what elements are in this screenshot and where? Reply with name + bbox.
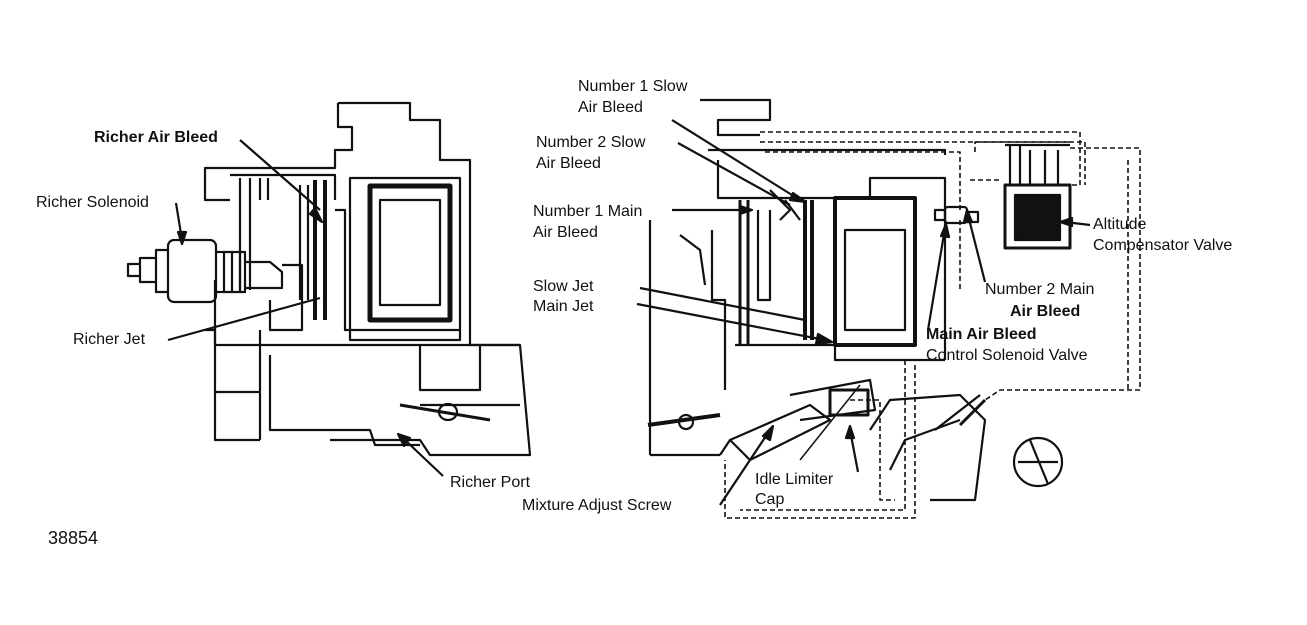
leader-lines xyxy=(167,119,1091,506)
label-richer-jet: Richer Jet xyxy=(73,331,146,348)
label-richer-air-bleed: Richer Air Bleed xyxy=(94,129,218,146)
label-slow-jet: Slow Jet xyxy=(533,278,594,295)
label-main-jet: Main Jet xyxy=(533,298,594,315)
label-altitude-compensator-line2: Compensator Valve xyxy=(1093,237,1233,254)
label-number1-slow-air-bleed-line2: Air Bleed xyxy=(578,99,643,116)
label-number1-main-air-bleed-line2: Air Bleed xyxy=(533,224,598,241)
direction-symbol xyxy=(1012,436,1064,488)
label-number2-main-air-bleed-line1: Number 2 Main xyxy=(985,281,1095,298)
left-carburetor-body xyxy=(203,101,532,457)
label-mixture-adjust-screw: Mixture Adjust Screw xyxy=(522,497,672,514)
label-number2-main-air-bleed-line2: Air Bleed xyxy=(1010,303,1081,320)
label-richer-solenoid: Richer Solenoid xyxy=(36,194,149,211)
label-number1-slow-air-bleed-line1: Number 1 Slow xyxy=(578,78,688,95)
label-main-air-bleed-control-line1: Main Air Bleed xyxy=(926,326,1037,343)
richer-solenoid-shape xyxy=(126,238,284,304)
label-number1-main-air-bleed-line1: Number 1 Main xyxy=(533,203,643,220)
label-altitude-compensator-line1: Altitude xyxy=(1093,216,1147,233)
label-idle-limiter-cap-line1: Idle Limiter xyxy=(755,471,834,488)
label-number2-slow-air-bleed-line2: Air Bleed xyxy=(536,155,601,172)
figure-number: 38854 xyxy=(48,528,99,548)
label-idle-limiter-cap-line2: Cap xyxy=(755,491,785,508)
altitude-compensator-valve-shape xyxy=(1003,143,1072,250)
label-number2-slow-air-bleed-line1: Number 2 Slow xyxy=(536,134,646,151)
label-richer-port: Richer Port xyxy=(450,474,531,491)
dashed-air-passages xyxy=(724,131,1141,519)
label-main-air-bleed-control-line2: Control Solenoid Valve xyxy=(926,347,1088,364)
